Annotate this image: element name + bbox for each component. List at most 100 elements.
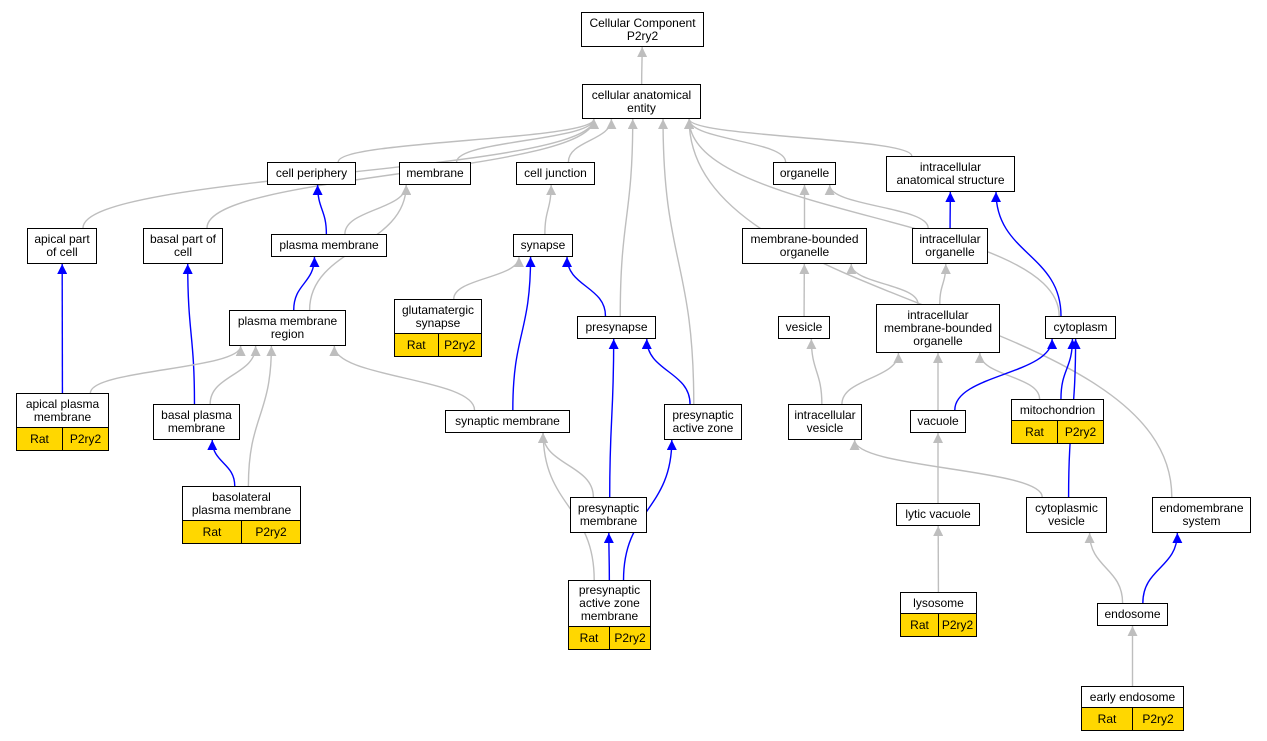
- go-node-intracellular-vesicle[interactable]: intracellular vesicle: [788, 404, 862, 440]
- go-node-cellular-anatomical-entity[interactable]: cellular anatomical entity: [582, 84, 701, 119]
- edge-is-a-cytoplasmic_vesicle-to-intracellular_vesicle: [849, 439, 1043, 498]
- go-node-basolateral-plasma-membrane[interactable]: basolateral plasma membrane Rat P2ry2: [182, 486, 301, 544]
- go-node-cytoplasm[interactable]: cytoplasm: [1045, 316, 1116, 339]
- go-node-intracellular-membrane-bounded-organelle[interactable]: intracellular membrane-bounded organelle: [876, 304, 1000, 353]
- annotation-row: Rat P2ry2: [1082, 707, 1183, 730]
- go-node-synapse[interactable]: synapse: [513, 234, 573, 257]
- node-label: membrane-bounded organelle: [750, 232, 859, 259]
- edge-part-of-presyn_az_membrane-to-presyn_az: [622, 439, 677, 581]
- species-cell: Rat: [406, 338, 426, 352]
- go-node-apical-plasma-membrane[interactable]: apical plasma membrane Rat P2ry2: [16, 393, 109, 451]
- edge-is-a-cell_periphery-to-cae: [337, 118, 599, 163]
- node-label: cellular anatomical entity: [591, 87, 692, 115]
- go-node-intracellular-anatomical-structure[interactable]: intracellular anatomical structure: [886, 156, 1015, 192]
- go-node-lytic-vacuole[interactable]: lytic vacuole: [896, 503, 980, 526]
- edge-is-a-intracellular_structure-to-cae: [684, 118, 913, 157]
- edge-is-a-intracellular_vesicle-to-imbo: [841, 352, 904, 405]
- edge-part-of-presyn_az-to-presynapse: [641, 338, 691, 405]
- edge-is-a-presyn_az_membrane-to-synaptic_membrane: [538, 432, 595, 581]
- go-node-lysosome[interactable]: lysosome Rat P2ry2: [900, 592, 977, 637]
- edge-is-a-intracellular_organelle-to-organelle: [824, 184, 929, 229]
- go-node-basal-part-of-cell[interactable]: basal part of cell: [143, 228, 223, 264]
- go-node-cytoplasmic-vesicle[interactable]: cytoplasmic vesicle: [1026, 497, 1107, 533]
- annotation-row: Rat P2ry2: [1012, 420, 1103, 443]
- edge-is-a-cell_junction-to-cae: [567, 118, 617, 163]
- node-label: basolateral plasma membrane: [191, 489, 292, 517]
- edge-is-a-organelle-to-cae: [684, 118, 787, 163]
- annotation-row: Rat P2ry2: [569, 626, 650, 649]
- go-node-plasma-membrane-region[interactable]: plasma membrane region: [229, 310, 346, 346]
- gene-cell: P2ry2: [1132, 708, 1183, 730]
- go-node-endosome[interactable]: endosome: [1097, 603, 1168, 626]
- go-node-basal-plasma-membrane[interactable]: basal plasma membrane: [153, 404, 240, 440]
- edge-part-of-plasma_membrane-to-cell_periphery: [312, 184, 328, 235]
- go-node-cellular-component[interactable]: Cellular Component P2ry2: [581, 12, 704, 47]
- go-node-cell-junction[interactable]: cell junction: [516, 162, 595, 185]
- edge-part-of-endosome-to-endomembrane: [1142, 532, 1183, 604]
- go-node-presynaptic-membrane[interactable]: presynaptic membrane: [570, 497, 647, 533]
- go-node-glutamatergic-synapse[interactable]: glutamatergic synapse Rat P2ry2: [394, 299, 482, 357]
- node-label: presynaptic active zone membrane: [578, 583, 641, 623]
- edge-part-of-basolateral_pm-to-basal_pm: [207, 439, 236, 487]
- node-label: lysosome: [913, 595, 964, 610]
- go-node-presynaptic-active-zone-membrane[interactable]: presynaptic active zone membrane Rat P2r…: [568, 580, 651, 650]
- annotation-row: Rat P2ry2: [395, 333, 481, 356]
- edge-is-a-endosome-to-cytoplasmic_vesicle: [1084, 532, 1124, 604]
- go-node-endomembrane-system[interactable]: endomembrane system: [1152, 497, 1251, 533]
- edge-is-a-basolateral_pm-to-pm_region: [247, 345, 277, 487]
- go-node-presynapse[interactable]: presynapse: [577, 316, 656, 339]
- edge-part-of-presyn_membrane-to-presynapse: [608, 338, 619, 498]
- go-node-membrane[interactable]: membrane: [399, 162, 471, 185]
- node-label: vacuole: [917, 414, 959, 428]
- node-label: intracellular organelle: [919, 232, 981, 259]
- annotation-row: Rat P2ry2: [17, 427, 108, 450]
- edge-part-of-pm_region-to-plasma_membrane: [293, 256, 320, 311]
- go-node-plasma-membrane[interactable]: plasma membrane: [271, 234, 387, 257]
- edge-is-a-imbo-to-intracellular_organelle: [939, 263, 951, 305]
- gene-cell: P2ry2: [938, 614, 976, 636]
- node-label: presynaptic active zone: [672, 408, 734, 435]
- node-label: Cellular Component P2ry2: [589, 15, 696, 43]
- species-cell: Rat: [579, 631, 599, 645]
- node-label: lytic vacuole: [905, 507, 971, 521]
- go-node-synaptic-membrane[interactable]: synaptic membrane: [445, 410, 570, 433]
- node-label: presynaptic membrane: [577, 501, 640, 528]
- edge-part-of-basal_pm-to-basal_part: [182, 263, 196, 405]
- go-node-apical-part-of-cell[interactable]: apical part of cell: [27, 228, 97, 264]
- go-node-intracellular-organelle[interactable]: intracellular organelle: [912, 228, 988, 264]
- gene-cell: P2ry2: [241, 521, 300, 543]
- gene-cell: P2ry2: [437, 334, 482, 356]
- edge-part-of-synaptic_membrane-to-synapse: [512, 256, 536, 411]
- go-node-presynaptic-active-zone[interactable]: presynaptic active zone: [664, 404, 742, 440]
- node-label: cytoplasm: [1053, 320, 1108, 334]
- node-label: intracellular vesicle: [794, 408, 856, 435]
- node-label: intracellular anatomical structure: [896, 160, 1005, 187]
- go-node-membrane-bounded-organelle[interactable]: membrane-bounded organelle: [742, 228, 867, 264]
- edge-is-a-synapse-to-cell_junction: [544, 184, 557, 235]
- go-node-cell-periphery[interactable]: cell periphery: [267, 162, 356, 185]
- node-label: presynapse: [585, 320, 648, 334]
- edge-is-a-intracellular_vesicle-to-vesicle: [806, 338, 823, 405]
- node-label: cell periphery: [275, 166, 348, 180]
- node-label: basal plasma membrane: [161, 408, 232, 435]
- go-node-vacuole[interactable]: vacuole: [910, 410, 966, 433]
- go-node-vesicle[interactable]: vesicle: [778, 316, 830, 339]
- edge-is-a-cytoplasm-to-cae: [684, 118, 1060, 317]
- go-node-mitochondrion[interactable]: mitochondrion Rat P2ry2: [1011, 399, 1104, 444]
- node-label: vesicle: [785, 320, 823, 334]
- node-label: organelle: [779, 166, 830, 180]
- go-node-early-endosome[interactable]: early endosome Rat P2ry2: [1081, 686, 1184, 731]
- node-label: synaptic membrane: [455, 414, 560, 428]
- species-cell: Rat: [1097, 712, 1117, 726]
- annotation-row: Rat P2ry2: [183, 520, 300, 543]
- edge-is-a-mitochondrion-to-imbo: [974, 352, 1041, 400]
- edge-part-of-presynapse-to-synapse: [562, 256, 607, 317]
- species-cell: Rat: [202, 525, 222, 539]
- edge-is-a-basal_pm-to-pm_region: [209, 345, 261, 405]
- edge-is-a-glutamatergic-to-synapse: [453, 256, 524, 300]
- node-label: apical part of cell: [34, 232, 90, 259]
- node-label: endosome: [1104, 607, 1161, 621]
- go-node-organelle[interactable]: organelle: [773, 162, 836, 185]
